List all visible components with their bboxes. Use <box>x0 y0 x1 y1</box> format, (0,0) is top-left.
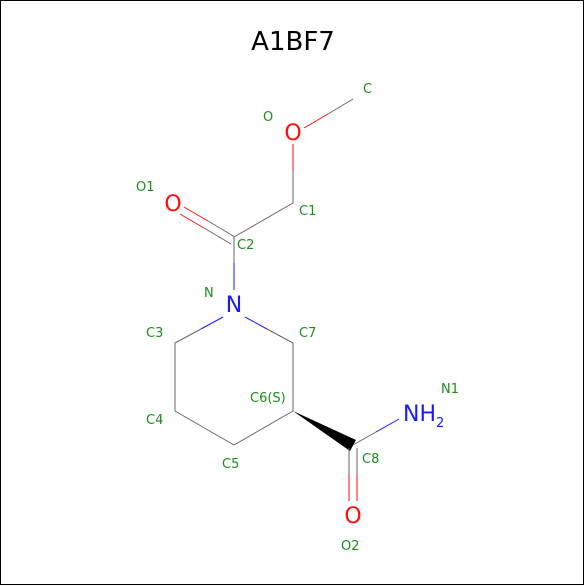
atom-o1: O <box>164 192 181 217</box>
bond-c4-c5 <box>174 410 235 446</box>
atom-labels: O O N NH2 O <box>164 121 444 529</box>
bonds <box>174 98 400 501</box>
bond-c2-o1-b-red <box>179 213 205 229</box>
name-c6: C6(S) <box>250 391 286 406</box>
bond-n-c7-blue <box>244 316 268 330</box>
name-c5: C5 <box>222 457 239 472</box>
name-n: N <box>204 286 214 301</box>
bond-c6-c8-wedge <box>293 411 356 451</box>
bond-cmethyl-o-red <box>303 113 329 129</box>
molecule-title: A1BF7 <box>251 27 335 57</box>
name-c-methyl: C <box>363 82 372 97</box>
bond-c2-o1-a-red <box>183 206 209 222</box>
bond-n-c7 <box>266 328 294 344</box>
atom-n1: NH2 <box>403 402 444 431</box>
bond-n-c3 <box>174 328 202 344</box>
name-c7: C7 <box>299 326 316 341</box>
name-o2: O2 <box>341 539 360 554</box>
bond-c2-o1-a <box>207 220 236 238</box>
bond-n-c3-blue <box>200 316 224 330</box>
name-o-methoxy: O <box>263 110 273 125</box>
name-c4: C4 <box>146 413 163 428</box>
atom-n1-subscript: 2 <box>436 416 444 431</box>
name-o1: O1 <box>136 180 155 195</box>
name-c8: C8 <box>362 452 379 467</box>
name-n1: N1 <box>441 382 459 397</box>
bond-c1-c2 <box>233 202 294 238</box>
atom-n: N <box>226 293 242 318</box>
name-c3: C3 <box>146 326 163 341</box>
atom-o2: O <box>344 504 361 529</box>
name-c2: C2 <box>237 238 254 253</box>
bond-c6-c5 <box>233 410 294 446</box>
bond-c2-o1-b <box>203 227 232 245</box>
bond-c8-n1-blue <box>375 418 400 433</box>
name-c1: C1 <box>299 204 316 219</box>
atom-names: O C C1 O1 C2 N C3 C7 C6(S) C4 N1 C5 C8 O… <box>136 82 459 554</box>
atom-o-methoxy: O <box>284 121 301 146</box>
atom-n1-label: NH <box>403 402 436 427</box>
bond-cmethyl-o <box>327 98 354 115</box>
bond-c8-n1 <box>352 431 377 446</box>
